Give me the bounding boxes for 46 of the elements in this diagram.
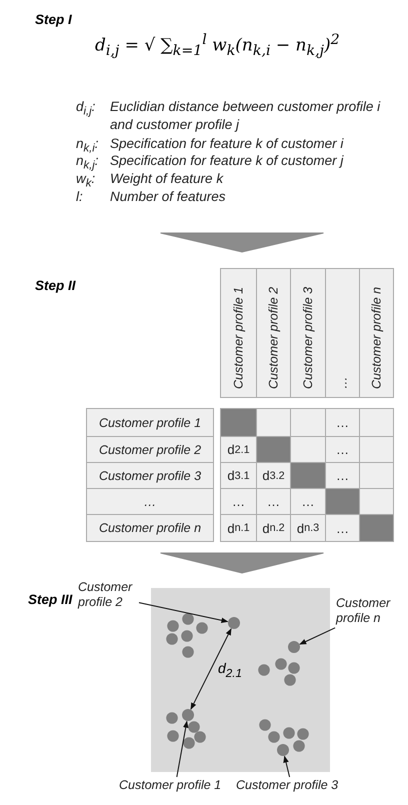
chevron-arrow: [160, 232, 324, 253]
distance-arrow: [190, 628, 232, 710]
matrix-cell: …: [325, 436, 360, 463]
column-header: Customer profile 1: [220, 268, 257, 398]
distance-formula: d$_{i,j}$ = √ ∑$_{k=1}$$^{l}$ w$_{k}$(n$_{k,i}$ − n$_{k,j}$)$^{2}$: [95, 32, 340, 60]
row-header: Customer profile 3: [86, 462, 214, 489]
callout-label: Customer profile n: [336, 596, 402, 628]
profile-dot: [288, 641, 300, 653]
cluster-panel: [151, 588, 330, 772]
leader-line: [138, 602, 228, 624]
definition-text: Weight of feature k: [110, 170, 224, 188]
matrix-cell: …: [325, 462, 360, 489]
leader-line: [283, 756, 290, 778]
definition-text: Euclidian distance between customer profile i and customer profile j: [110, 98, 382, 134]
step-heading: Step II: [35, 278, 76, 293]
step-heading: Step I: [35, 12, 72, 27]
definition-text: Specification for feature k of customer j: [110, 152, 345, 170]
column-header: Customer profile n: [359, 268, 394, 398]
symbol-term: l:: [76, 188, 83, 206]
profile-dot: [277, 744, 289, 756]
callout-label: Customer profile 3: [236, 778, 348, 796]
symbol-term: d$_{i,j}$:: [76, 98, 96, 120]
row-header: Customer profile 1: [86, 408, 214, 437]
edge-label: d$_{2.1}$: [217, 660, 244, 680]
row-header: Customer profile n: [86, 514, 214, 542]
symbol-term: w$_{k}$:: [76, 171, 96, 191]
callout-label: Customer profile 1: [119, 778, 231, 796]
chevron-arrow: [160, 552, 324, 574]
column-header: Customer profile 2: [256, 268, 291, 398]
definition-text: Specification for feature k of customer i: [110, 135, 345, 153]
matrix-cell: …: [325, 514, 360, 542]
profile-dot: [228, 617, 240, 629]
matrix-cell: …: [325, 408, 360, 437]
row-header: …: [86, 488, 214, 515]
matrix-cell: …: [220, 488, 257, 515]
step-heading: Step III: [28, 592, 72, 607]
matrix-cell: …: [290, 488, 326, 515]
row-header: Customer profile 2: [86, 436, 214, 463]
profile-dot: [182, 709, 194, 721]
callout-label: Customer profile 2: [78, 580, 138, 612]
definition-text: Number of features: [110, 188, 227, 206]
column-header: …: [325, 268, 360, 398]
column-header: Customer profile 3: [290, 268, 326, 398]
matrix-cell: …: [256, 488, 291, 515]
leader-line: [176, 720, 188, 778]
leader-line: [299, 627, 336, 645]
